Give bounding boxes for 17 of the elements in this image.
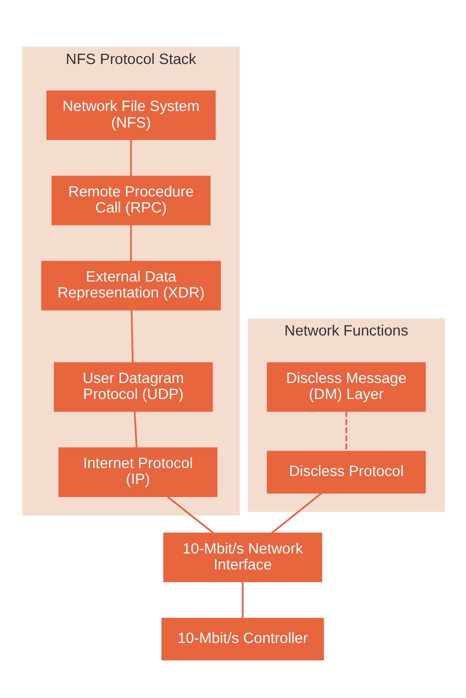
connector xyxy=(133,411,138,448)
node-box: 10-Mbit/s Network Interface xyxy=(162,532,322,582)
node-box: Network File System (NFS) xyxy=(46,90,216,140)
connector xyxy=(344,411,347,452)
node-box: Discless Protocol xyxy=(266,450,426,494)
connector xyxy=(166,496,214,534)
node-box: Remote Procedure Call (RPC) xyxy=(51,176,210,226)
connector xyxy=(130,224,132,262)
node-box: External Data Representation (XDR) xyxy=(40,260,220,310)
connector xyxy=(241,582,244,618)
connector xyxy=(270,492,322,534)
node-box: Discless Message (DM) Layer xyxy=(266,362,426,412)
connector xyxy=(130,140,132,176)
node-box: User Datagram Protocol (UDP) xyxy=(53,362,212,412)
node-box: 10-Mbit/s Controller xyxy=(161,618,324,660)
node-box: Internet Protocol (IP) xyxy=(58,447,217,497)
connector xyxy=(130,310,134,363)
